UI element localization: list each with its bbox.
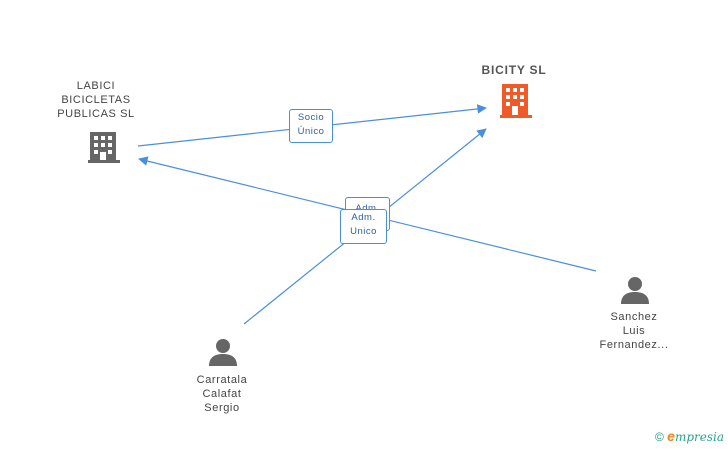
brand-logo-text: mpresia: [674, 430, 724, 444]
person-icon: [621, 277, 649, 304]
node-label-sanchez[interactable]: Sanchez Luis Fernandez...: [599, 311, 669, 351]
node-label-carratala[interactable]: Carratala Calafat Sergio: [196, 374, 248, 414]
building-icon: [88, 132, 120, 163]
node-label-labici[interactable]: LABICI BICICLETAS PUBLICAS SL: [57, 80, 135, 120]
building-icon: [500, 84, 532, 118]
copyright-symbol: ©: [654, 430, 664, 444]
person-icon: [209, 339, 237, 366]
brand-watermark: © empresia: [655, 428, 724, 444]
edge-label-socio-unico: Socio Único: [289, 109, 333, 143]
node-label-bicity[interactable]: BICITY SL: [481, 63, 547, 77]
brand-logo-e: e: [667, 428, 675, 444]
edge-label-adm-unico: Adm. Unico: [340, 209, 387, 244]
